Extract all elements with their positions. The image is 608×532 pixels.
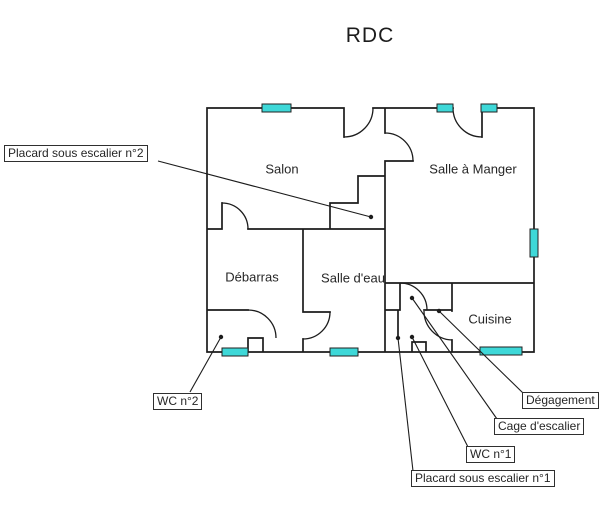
dot-degagement bbox=[436, 308, 442, 314]
callout-placard-sous-escalier-1: Placard sous escalier n°1 bbox=[411, 470, 555, 487]
arrow-wc1 bbox=[411, 336, 469, 448]
arrow-placard1 bbox=[397, 337, 414, 472]
window-sam-top-left bbox=[436, 103, 454, 113]
dot-placard1 bbox=[395, 335, 401, 341]
dot-cage bbox=[409, 295, 415, 301]
callout-degagement: Dégagement bbox=[522, 392, 599, 409]
arrow-degagement bbox=[438, 310, 524, 394]
page-title: RDC bbox=[345, 24, 395, 47]
callout-dots bbox=[218, 214, 442, 341]
window-salle-deau-bottom bbox=[329, 347, 359, 357]
arrow-placard2 bbox=[157, 160, 372, 218]
window-salon-top bbox=[261, 103, 292, 113]
callout-cage-escalier: Cage d'escalier bbox=[494, 418, 585, 435]
arrow-wc2 bbox=[189, 336, 222, 393]
window-sam-top-right bbox=[480, 103, 498, 113]
dot-wc1 bbox=[409, 334, 415, 340]
room-label-salon: Salon bbox=[265, 161, 299, 177]
window-wc2-bottom bbox=[221, 347, 249, 357]
door-arcs bbox=[221, 107, 483, 341]
dot-wc2 bbox=[218, 334, 224, 340]
dot-placard2 bbox=[368, 214, 374, 220]
room-label-cuisine: Cuisine bbox=[468, 311, 512, 327]
room-label-debarras: Débarras bbox=[225, 269, 279, 285]
window-cuisine-bottom bbox=[479, 346, 523, 356]
arrow-cage bbox=[411, 297, 498, 420]
window-sam-right bbox=[529, 228, 539, 258]
callout-wc-1: WC n°1 bbox=[466, 446, 516, 463]
room-label-salle-deau: Salle d'eau bbox=[321, 270, 385, 286]
callout-wc-2: WC n°2 bbox=[153, 393, 203, 410]
callout-arrows bbox=[157, 160, 524, 472]
callout-placard-sous-escalier-2: Placard sous escalier n°2 bbox=[4, 145, 148, 162]
room-label-salle-a-manger: Salle à Manger bbox=[429, 161, 517, 177]
